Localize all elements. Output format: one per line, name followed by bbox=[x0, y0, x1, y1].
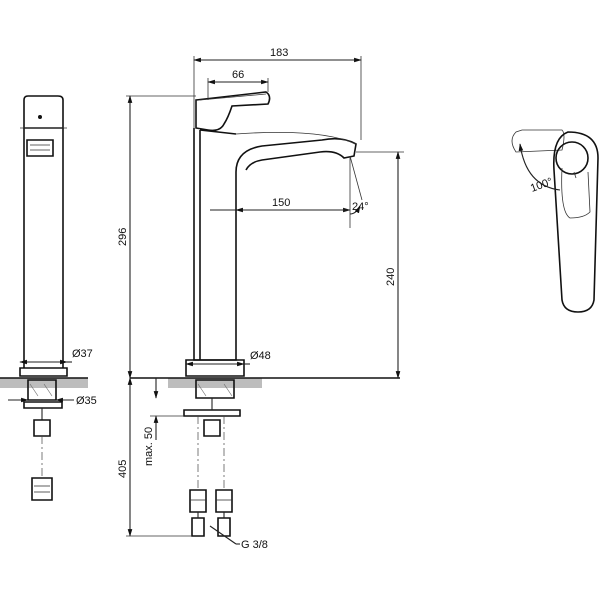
front-dimensions: 183 66 150 24° 296 240 Ø48 max. 50 bbox=[117, 47, 404, 551]
side-handle-dot bbox=[38, 115, 42, 119]
dim-body-diameter: Ø37 bbox=[72, 348, 93, 360]
dim-lever-rotation: 100° bbox=[529, 176, 554, 195]
dim-overall-width: 183 bbox=[270, 47, 288, 59]
top-lever-swing bbox=[511, 129, 565, 153]
side-countertop bbox=[0, 378, 88, 388]
lever bbox=[195, 91, 271, 132]
dim-thread: G 3/8 bbox=[241, 539, 268, 551]
top-body bbox=[552, 131, 599, 313]
dim-max-thickness: max. 50 bbox=[143, 427, 155, 466]
dim-lever-width: 66 bbox=[232, 69, 244, 81]
front-countertop bbox=[168, 378, 262, 388]
side-view: Ø37 Ø35 bbox=[0, 95, 97, 501]
dim-hole-diameter: Ø35 bbox=[76, 395, 97, 407]
front-view bbox=[130, 91, 400, 537]
dim-hose-length: 405 bbox=[117, 460, 129, 478]
dim-spray-angle: 24° bbox=[352, 201, 369, 213]
side-handle bbox=[23, 95, 64, 129]
dim-spout-reach: 150 bbox=[272, 197, 290, 209]
tap-body bbox=[193, 128, 357, 361]
side-aerator bbox=[26, 139, 54, 157]
dim-base-diameter: Ø48 bbox=[250, 350, 271, 362]
top-view: 100° bbox=[511, 129, 599, 313]
dim-spout-height: 240 bbox=[385, 268, 397, 286]
dim-total-height: 296 bbox=[117, 228, 129, 246]
